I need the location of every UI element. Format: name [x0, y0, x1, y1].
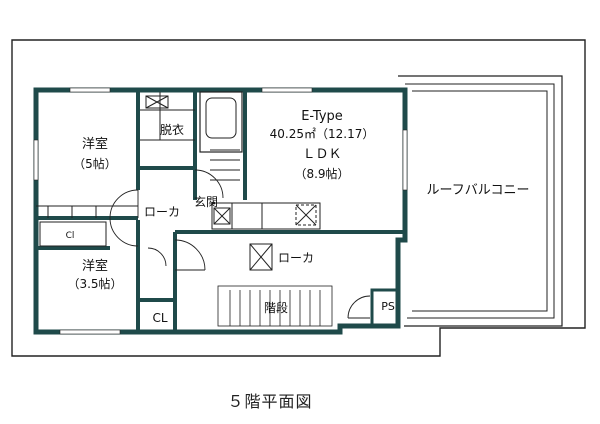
window [261, 87, 313, 93]
dressing-label: 脱衣 [160, 122, 184, 137]
ldk-type: E-Type [301, 109, 343, 124]
western-room-2-name: 洋室 [82, 258, 108, 274]
window [69, 87, 111, 93]
balcony-outline-inner2 [412, 90, 548, 312]
corridor-label-1: ローカ [144, 205, 180, 219]
western-room-1-size: （5帖） [73, 156, 117, 171]
ldk-area: 40.25㎡（12.17） [270, 127, 375, 141]
corridor-label-2: ローカ [278, 251, 314, 265]
balcony-outline [398, 75, 563, 327]
interior-walls [36, 90, 405, 332]
storage-marker [145, 95, 317, 271]
stairs-label: 階段 [264, 300, 288, 315]
ps-label: PS [381, 300, 395, 313]
window [59, 329, 121, 335]
door-swings [109, 169, 371, 319]
ps-box [370, 288, 400, 328]
cl-label: CL [152, 311, 167, 325]
window [33, 139, 39, 181]
ldk-name: ＬＤＫ [302, 147, 341, 162]
balcony-label: ルーフバルコニー [427, 183, 530, 198]
entrance-label: 玄関 [194, 194, 218, 209]
western-room-1-name: 洋室 [82, 136, 108, 152]
floor-caption: ５階平面図 [227, 392, 313, 411]
roof-outline [11, 39, 586, 357]
cl-small-label: Cl [66, 231, 75, 241]
stairs [217, 285, 333, 327]
balcony-outline-inner [405, 83, 555, 319]
western-room-2-size: （3.5帖） [67, 276, 122, 291]
ldk-size: （8.9帖） [294, 166, 349, 181]
window [402, 129, 408, 191]
interior-detail [36, 91, 321, 247]
